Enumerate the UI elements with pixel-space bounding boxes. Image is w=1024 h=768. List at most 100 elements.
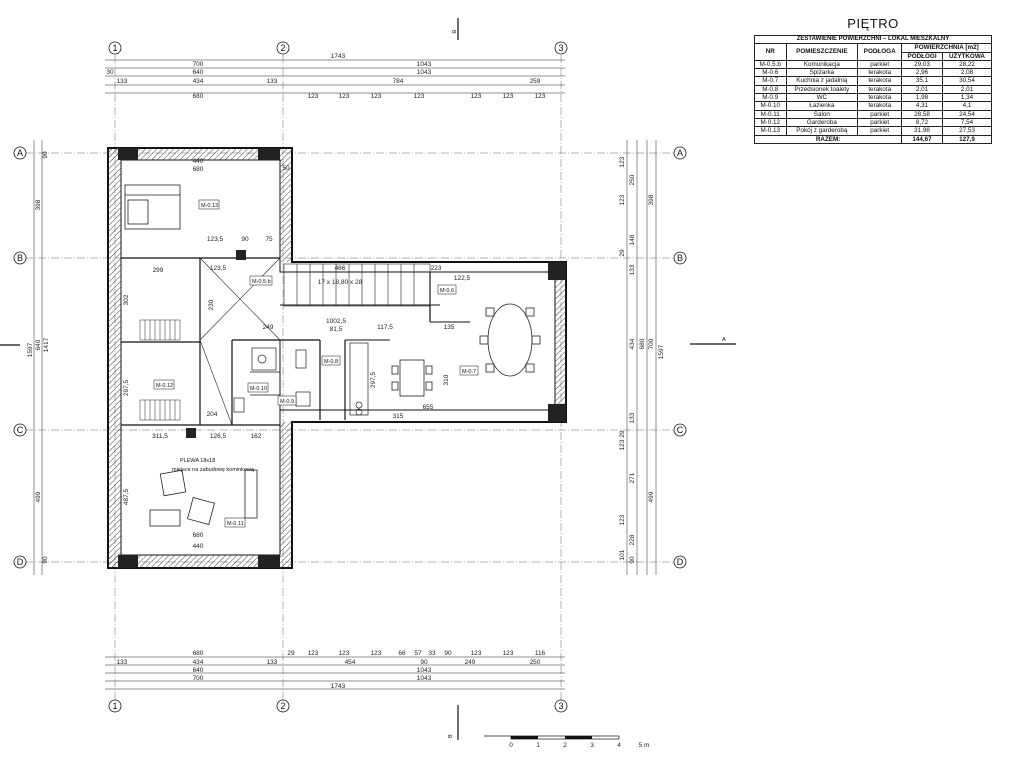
idim-3: 90 xyxy=(241,236,249,243)
idim-22: 126,5 xyxy=(210,433,227,440)
idim-13: 81,5 xyxy=(330,326,343,333)
idim-26: 440 xyxy=(193,543,204,550)
cell-floor: terakota xyxy=(857,68,903,78)
dim-bot-r1-8: 90 xyxy=(444,650,452,657)
dim-right-2: 123 xyxy=(619,194,626,205)
dim-bot-r1-1: 29 xyxy=(287,650,295,657)
header-usable: UŻYTKOWA xyxy=(941,51,993,61)
dim-top-r4-4: 123 xyxy=(414,93,425,100)
page-title: PIĘTRO xyxy=(847,16,899,31)
axis-c-right: C xyxy=(677,425,684,435)
interior-dims: 440 680 123,5 90 75 299 123,5 466 223 12… xyxy=(123,158,471,550)
idim-7: 466 xyxy=(335,265,346,272)
axis-a-left: A xyxy=(17,148,23,158)
section-mark-a xyxy=(0,343,736,346)
dim-right-14: 271 xyxy=(629,472,636,483)
dim-right-16: 123 xyxy=(619,514,626,525)
axis-b-right: B xyxy=(677,253,683,263)
table-row: M-0.7 Kuchnia z jadalnią terakota 35,1 3… xyxy=(754,76,993,86)
dim-right-10: 1597 xyxy=(658,344,665,359)
table-row: M-0.11 Salon parkiet 28,58 24,54 xyxy=(754,109,993,119)
dim-top-r4-1: 123 xyxy=(308,93,319,100)
cell-floor: parkiet xyxy=(857,126,903,136)
cell-nr: M-0.9 xyxy=(754,93,787,103)
table-row: M-0.5.b Komunikacja parkiet 29,03 28,22 xyxy=(754,59,993,70)
idim-2: 123,5 xyxy=(207,236,224,243)
dim-top-r2-1: 640 xyxy=(193,69,204,76)
axis-1-bottom: 1 xyxy=(112,701,117,711)
cell-nr: M-0.6 xyxy=(754,68,787,78)
idim-6: 123,5 xyxy=(210,265,227,272)
cell-floor-area: 4,31 xyxy=(901,101,943,111)
room-tag-m07: M-0.7 xyxy=(462,369,476,375)
wardrobe-shelves xyxy=(139,319,181,421)
dim-bot-r1-3: 123 xyxy=(339,650,350,657)
idim-24: 487,5 xyxy=(123,488,130,505)
cell-floor-area: 1,98 xyxy=(901,93,943,103)
dim-bot-r1-9: 123 xyxy=(471,650,482,657)
table-row: M-0.9 WC terakota 1,98 1,34 xyxy=(754,93,993,103)
dim-right-0: 123 xyxy=(619,156,626,167)
cell-usable: 7,54 xyxy=(941,117,993,128)
section-b-bottom-label: B xyxy=(448,734,454,738)
idim-11: 1002,5 xyxy=(326,318,346,325)
dining-furniture xyxy=(391,303,541,397)
dim-left-5: 499 xyxy=(35,491,42,502)
walls xyxy=(107,147,567,569)
dim-bot-r2-4: 90 xyxy=(420,659,428,666)
cell-usable: 1,34 xyxy=(941,93,993,103)
idim-17: 297,5 xyxy=(370,371,377,388)
room-tags: M-0.13 M-0.6 M-0.7 M-0.12 M-0.10 M-0.11 … xyxy=(153,199,479,528)
dim-right-11: 133 xyxy=(629,412,636,423)
idim-23: 162 xyxy=(251,433,262,440)
total-floor-area: 144,67 xyxy=(901,134,943,144)
room-tag-m08: M-0.8 xyxy=(324,359,338,365)
idim-20: 315 xyxy=(393,413,404,420)
axis-1-top: 1 xyxy=(112,43,117,53)
cell-room: Łazienka xyxy=(785,101,859,111)
idim-29: 230 xyxy=(208,299,215,310)
dim-bot-r1-7: 33 xyxy=(428,650,436,657)
scale-tick-2: 2 xyxy=(563,742,567,749)
room-tag-m013: M-0.13 xyxy=(201,203,218,209)
idim-9: 122,5 xyxy=(454,275,471,282)
idim-0: 440 xyxy=(193,158,204,165)
dim-left-4: 1597 xyxy=(27,342,34,357)
dim-bot-r1-2: 123 xyxy=(308,650,319,657)
dim-top-r4-2: 123 xyxy=(339,93,350,100)
dim-bot-r1-11: 116 xyxy=(535,650,546,657)
cell-room: Kuchnia z jadalnią xyxy=(785,76,859,86)
total-row: RAZEM: 144,67 127,9 xyxy=(753,134,993,144)
dim-right-15: 499 xyxy=(648,491,655,502)
table-row: M-0.10 Łazienka terakota 4,31 4,1 xyxy=(754,101,993,111)
axis-3-bottom: 3 xyxy=(558,701,563,711)
bed xyxy=(124,184,181,230)
cell-nr: M-0.8 xyxy=(754,84,787,95)
dim-right-4: 29 xyxy=(619,249,626,257)
dim-bot-r2-1: 434 xyxy=(193,659,204,666)
cell-floor: terakota xyxy=(857,101,903,111)
table-row: M-0.12 Garderoba parkiet 8,72 7,54 xyxy=(754,117,993,128)
right-dimension-lines xyxy=(626,140,657,575)
idim-14: 117,5 xyxy=(377,324,393,331)
cell-room: Salon xyxy=(785,109,859,119)
cell-floor-area: 35,1 xyxy=(901,76,943,86)
header-floor-area: PODŁOGI xyxy=(901,51,943,61)
room-tag-m05b: M-0.5.b xyxy=(252,279,271,285)
dim-top-r3-3: 784 xyxy=(393,78,404,85)
dim-right-5: 148 xyxy=(629,234,636,245)
dim-bot-r2-3: 454 xyxy=(345,659,356,666)
scale-bar xyxy=(484,735,620,740)
dim-top-r4-0: 680 xyxy=(193,93,204,100)
idim-21: 311,5 xyxy=(152,433,168,440)
idim-30: 204 xyxy=(207,411,218,418)
header-area: POWIERZCHNIA [m2] xyxy=(901,43,992,53)
dim-top-r3-1: 434 xyxy=(193,78,204,85)
table-row: M-0.6 Spiżarka terakota 2,96 2,08 xyxy=(754,68,993,78)
idim-1: 680 xyxy=(193,166,204,173)
idim-4: 75 xyxy=(265,236,273,243)
room-tag-m011: M-0.11 xyxy=(227,521,244,527)
pillars xyxy=(118,148,566,568)
dim-top-r3-2: 133 xyxy=(267,78,278,85)
dim-top-r1-1: 1043 xyxy=(417,61,432,68)
